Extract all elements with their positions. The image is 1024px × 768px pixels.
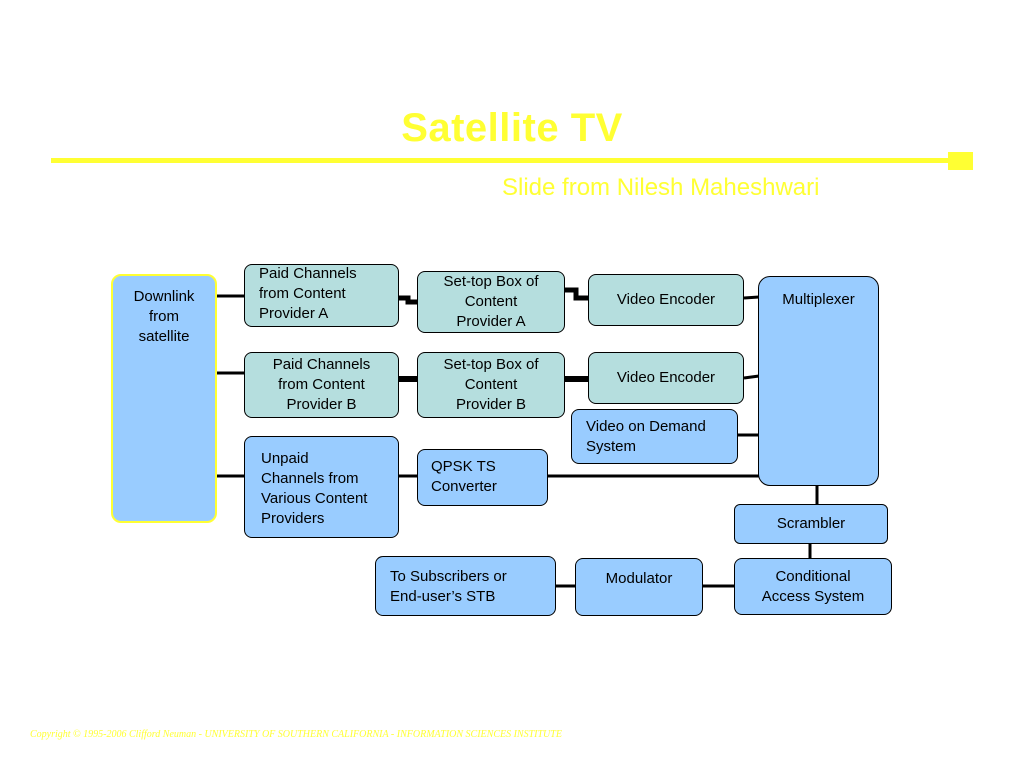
unpaid-channels-box: Unpaid Channels from Various Content Pro… — [244, 436, 399, 538]
subscribers-line-1: To Subscribers or — [390, 568, 507, 585]
copyright-footer: Copyright © 1995-2006 Clifford Neuman - … — [30, 729, 562, 740]
multiplexer-label: Multiplexer — [782, 291, 855, 308]
set-top-box-provider-b-box: Set-top Box of Content Provider B — [417, 352, 565, 418]
connector-enc-a-multiplexer — [743, 295, 760, 300]
slide-title: Satellite TV — [401, 106, 623, 150]
connector-stb-a-enc-a — [565, 287, 589, 301]
paid-b-line-3: Provider B — [286, 396, 357, 413]
qpsk-line-2: Converter — [431, 477, 497, 495]
paid-channels-provider-a-box: Paid Channels from Content Provider A — [244, 264, 399, 327]
connector-paid-a-stb-a — [399, 295, 418, 305]
scrambler-box: Scrambler — [734, 504, 888, 544]
unpaid-line-1: Unpaid — [261, 450, 309, 467]
multiplexer-box: Multiplexer — [758, 276, 879, 486]
vod-line-1: Video on Demand — [586, 417, 706, 435]
downlink-line-1: Downlink — [133, 288, 195, 305]
downlink-line-3: satellite — [138, 328, 190, 345]
video-on-demand-box: Video on Demand System — [571, 409, 738, 464]
stb-a-line-2: Content — [464, 293, 518, 310]
vod-line-2: System — [586, 437, 637, 455]
downlink-from-satellite-box: Downlink from satellite — [111, 274, 217, 523]
subscribers-line-2: End-user’s STB — [390, 588, 496, 605]
stb-a-line-1: Set-top Box of — [443, 273, 539, 290]
paid-a-line-3: Provider A — [259, 304, 329, 322]
paid-b-line-2: from Content — [278, 376, 365, 393]
title-underline — [51, 158, 951, 163]
qpsk-line-1: QPSK TS — [431, 457, 496, 475]
unpaid-line-2: Channels from — [261, 470, 359, 487]
cas-line-1: Conditional — [775, 567, 851, 585]
downlink-line-2: from — [149, 308, 179, 325]
stb-b-line-2: Content — [464, 376, 518, 393]
slide-subtitle: Slide from Nilesh Maheshwari — [502, 174, 820, 201]
cas-line-2: Access System — [761, 587, 865, 605]
qpsk-ts-converter-box: QPSK TS Converter — [417, 449, 548, 506]
stb-b-line-1: Set-top Box of — [443, 356, 539, 373]
to-subscribers-box: To Subscribers or End-user’s STB — [375, 556, 556, 616]
scrambler-label: Scrambler — [776, 515, 846, 532]
enc-b-label: Video Encoder — [616, 369, 716, 386]
unpaid-line-4: Providers — [261, 510, 325, 527]
unpaid-line-3: Various Content — [261, 490, 368, 507]
title-underline-cap — [948, 152, 973, 170]
paid-b-line-1: Paid Channels — [272, 356, 371, 373]
connector-enc-b-multiplexer — [743, 374, 760, 380]
stb-a-line-3: Provider A — [456, 313, 526, 330]
video-encoder-b-box: Video Encoder — [588, 352, 744, 404]
enc-a-label: Video Encoder — [616, 291, 716, 308]
modulator-box: Modulator — [575, 558, 703, 616]
paid-channels-provider-b-box: Paid Channels from Content Provider B — [244, 352, 399, 418]
paid-a-line-1: Paid Channels — [259, 264, 357, 282]
set-top-box-provider-a-box: Set-top Box of Content Provider A — [417, 271, 565, 333]
stb-b-line-3: Provider B — [455, 396, 527, 413]
modulator-label: Modulator — [605, 570, 673, 587]
paid-a-line-2: from Content — [259, 284, 346, 302]
video-encoder-a-box: Video Encoder — [588, 274, 744, 326]
conditional-access-system-box: Conditional Access System — [734, 558, 892, 615]
